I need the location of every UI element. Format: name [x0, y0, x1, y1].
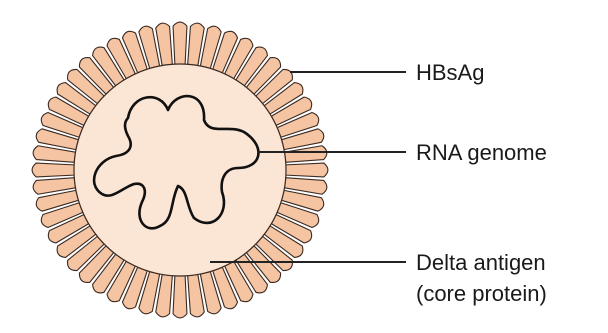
envelope-segment	[173, 276, 187, 318]
envelope-segment	[173, 22, 187, 64]
core-protein-label: (core protein)	[416, 281, 547, 306]
rna-genome-label: RNA genome	[416, 140, 547, 165]
envelope-segment	[32, 163, 74, 177]
hbsag-label: HBsAg	[416, 60, 484, 85]
core-region	[74, 64, 286, 276]
envelope-segment	[286, 163, 328, 177]
delta-antigen-label: Delta antigen	[416, 250, 546, 275]
